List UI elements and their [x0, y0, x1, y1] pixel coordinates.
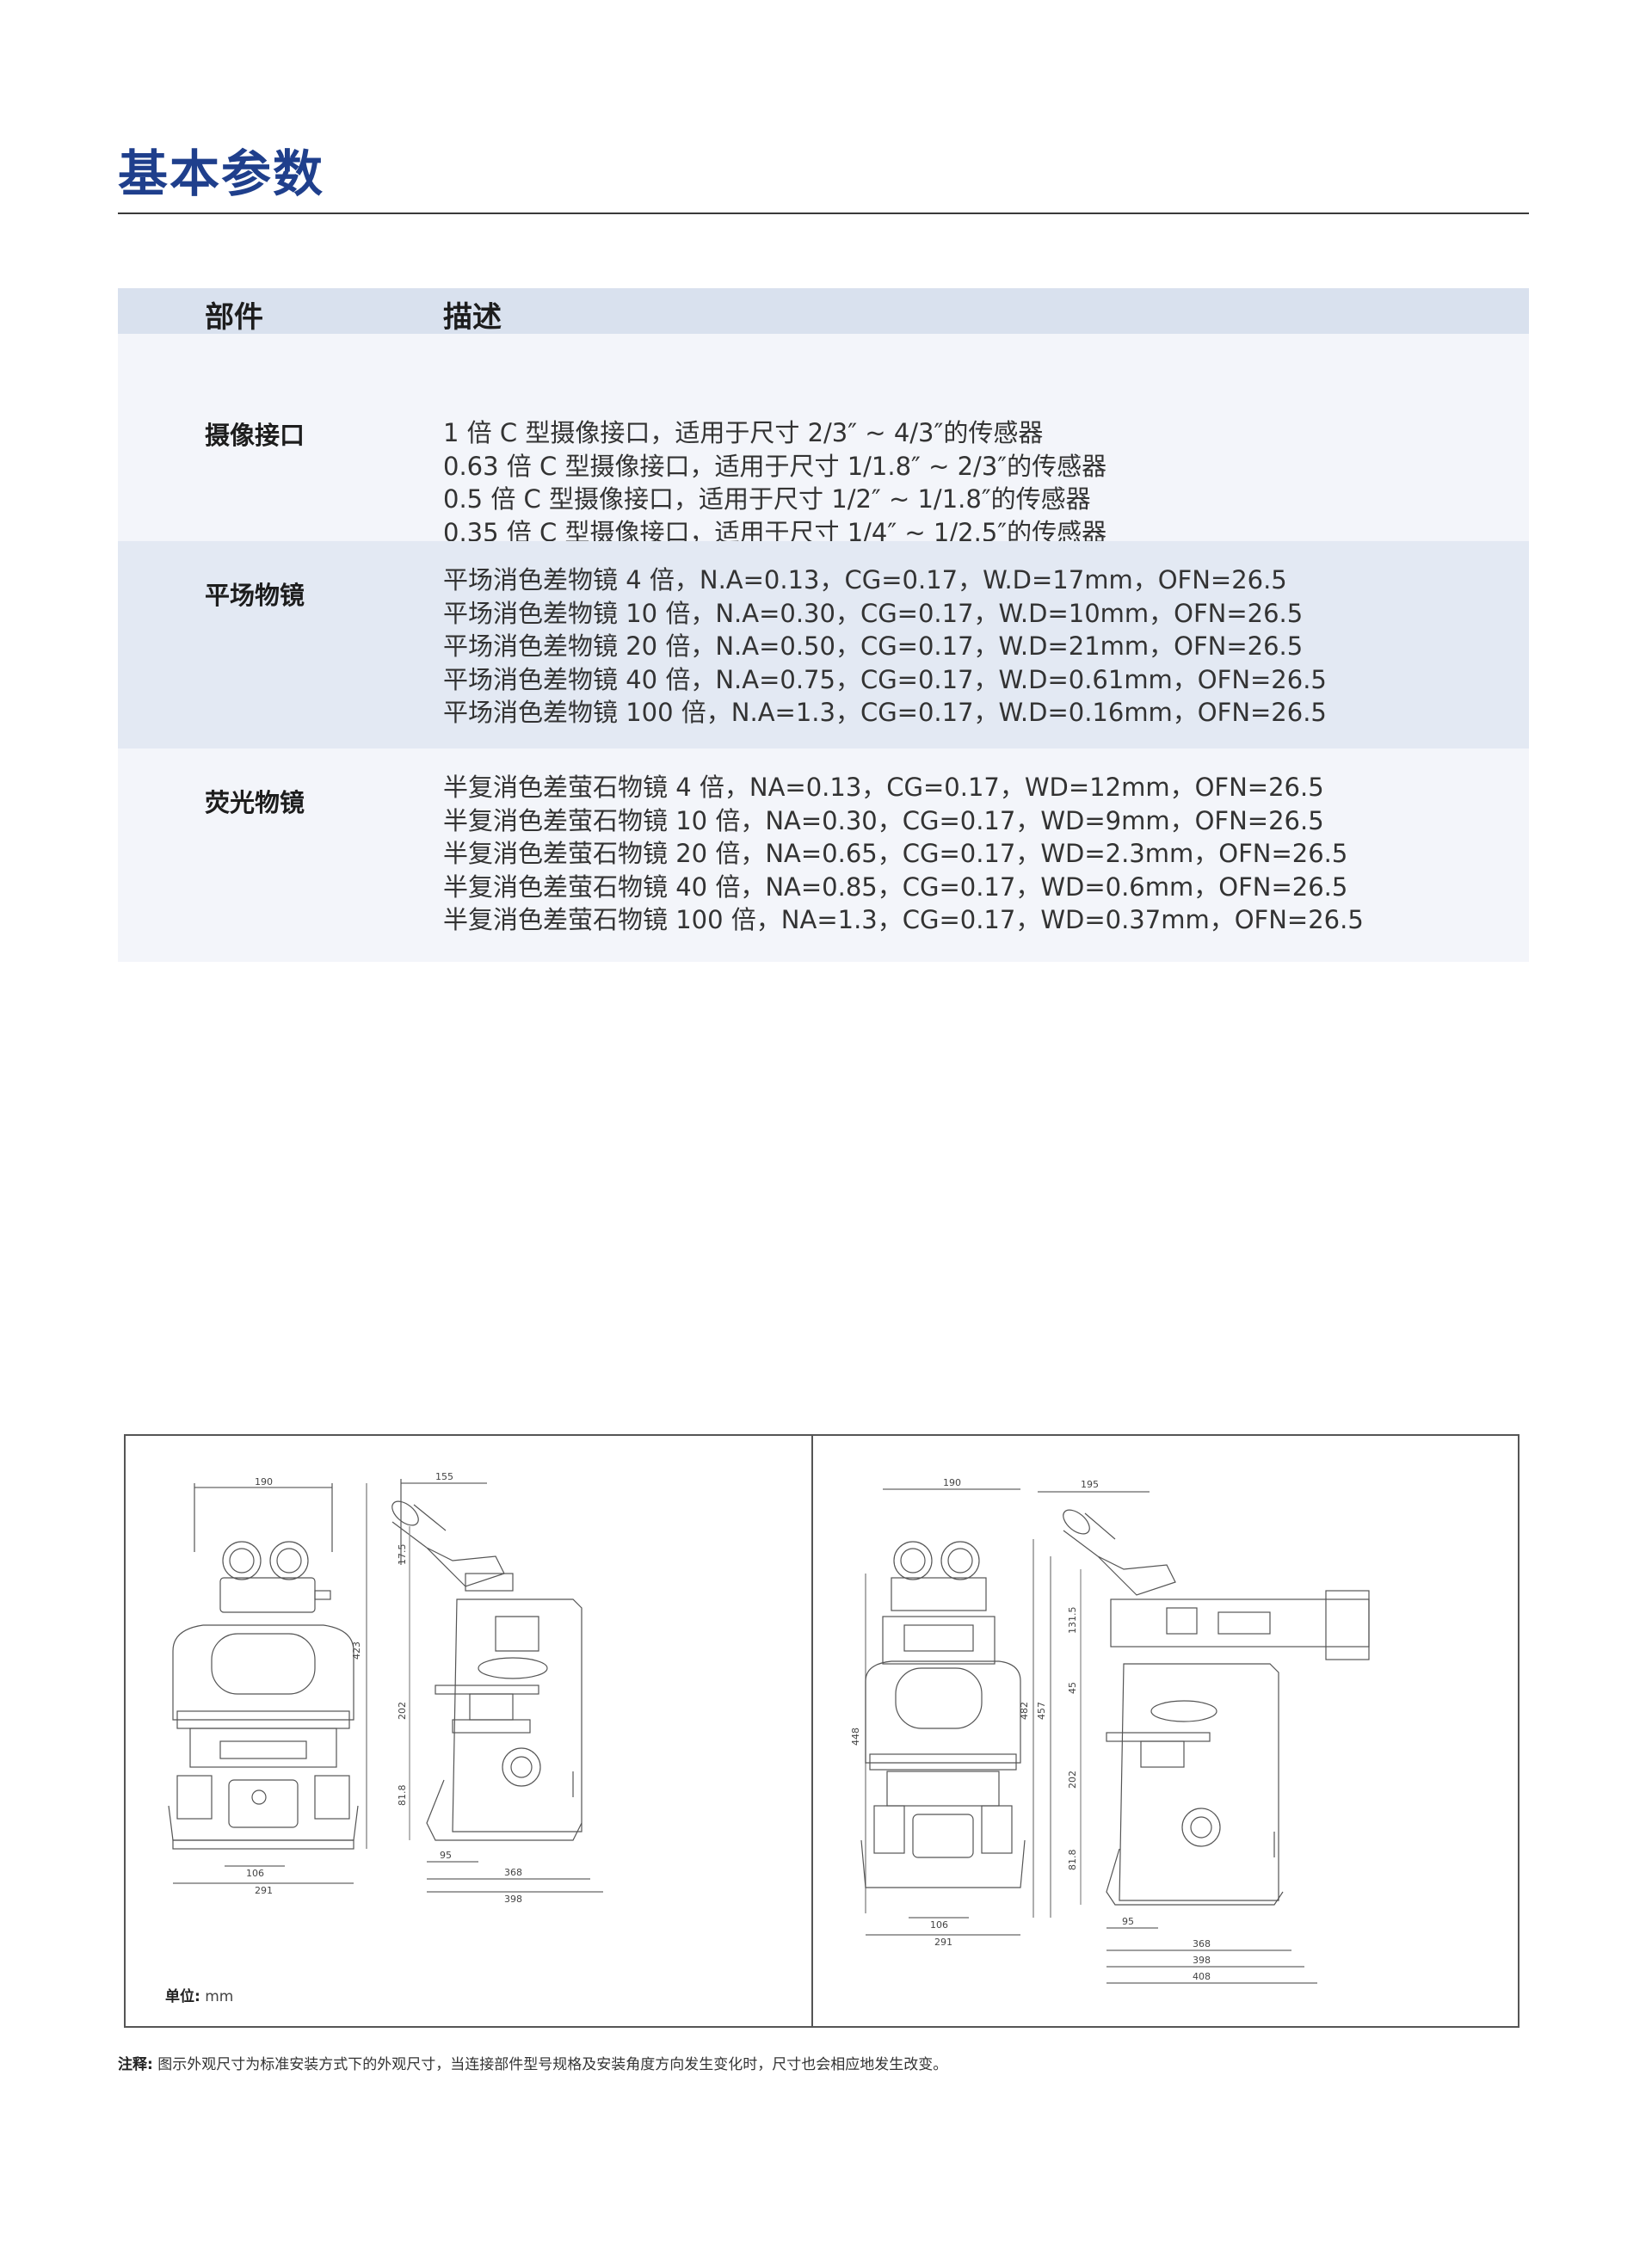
svg-text:95: 95: [1122, 1916, 1134, 1927]
row-lines: 平场消色差物镜 4 倍，N.A=0.13，CG=0.17，W.D=17mm，OF…: [443, 564, 1327, 730]
figure-divider: [811, 1436, 813, 2026]
unit-value: mm: [205, 1988, 234, 2005]
spec-table: 部件 描述 摄像接口 1 倍 C 型摄像接口，适用于尺寸 2/3″ ~ 4/3″…: [118, 288, 1529, 962]
header-part: 部件: [205, 300, 263, 335]
row-label: 平场物镜: [205, 581, 305, 610]
row-lines: 半复消色差萤石物镜 4 倍，NA=0.13，CG=0.17，WD=12mm，OF…: [443, 771, 1364, 937]
row-label: 摄像接口: [205, 421, 305, 450]
svg-text:17.5: 17.5: [397, 1544, 408, 1566]
dimension-drawing-figure: 190 106 291 155: [124, 1434, 1519, 2028]
row-label: 荧光物镜: [205, 788, 305, 817]
svg-text:448: 448: [850, 1728, 861, 1746]
title-divider: [118, 212, 1529, 214]
svg-text:81.8: 81.8: [1067, 1850, 1078, 1871]
row-line: 半复消色差萤石物镜 40 倍，NA=0.85，CG=0.17，WD=0.6mm，…: [443, 872, 1348, 902]
row-line: 0.63 倍 C 型摄像接口，适用于尺寸 1/1.8″ ~ 2/3″的传感器: [443, 451, 1107, 481]
svg-text:195: 195: [1081, 1479, 1099, 1490]
row-line: 平场消色差物镜 10 倍，N.A=0.30，CG=0.17，W.D=10mm，O…: [443, 598, 1304, 628]
row-line: 平场消色差物镜 20 倍，N.A=0.50，CG=0.17，W.D=21mm，O…: [443, 631, 1304, 661]
svg-text:368: 368: [504, 1867, 522, 1878]
svg-text:202: 202: [1067, 1771, 1078, 1789]
svg-text:155: 155: [435, 1471, 453, 1482]
svg-text:423: 423: [351, 1641, 362, 1660]
row-lines: 1 倍 C 型摄像接口，适用于尺寸 2/3″ ~ 4/3″的传感器 0.63 倍…: [443, 416, 1106, 549]
svg-text:106: 106: [246, 1868, 264, 1879]
svg-text:45: 45: [1067, 1682, 1078, 1694]
page-title: 基本参数: [118, 145, 325, 203]
dim-text: 190: [255, 1476, 273, 1487]
row-line: 1 倍 C 型摄像接口，适用于尺寸 2/3″ ~ 4/3″的传感器: [443, 418, 1044, 447]
svg-text:398: 398: [1193, 1955, 1211, 1966]
unit-key: 单位:: [165, 1988, 200, 2005]
right-front-view: 190 448 106 291: [850, 1477, 1026, 1948]
row-line: 半复消色差萤石物镜 20 倍，NA=0.65，CG=0.17，WD=2.3mm，…: [443, 839, 1348, 868]
svg-text:291: 291: [255, 1885, 273, 1896]
svg-text:291: 291: [934, 1937, 952, 1948]
footnote: 注释: 图示外观尺寸为标准安装方式下的外观尺寸，当连接部件型号规格及安装角度方向…: [118, 2052, 947, 2073]
unit-label: 单位: mm: [165, 1984, 233, 2005]
svg-text:106: 106: [930, 1919, 948, 1931]
left-side-view: 155 423 17.5 202 81.8 95 368: [351, 1471, 603, 1905]
svg-text:408: 408: [1193, 1971, 1211, 1982]
row-line: 平场消色差物镜 100 倍，N.A=1.3，CG=0.17，W.D=0.16mm…: [443, 698, 1327, 727]
svg-text:398: 398: [504, 1894, 522, 1905]
right-side-view: 195 482 457 131.5 45 202 81.8 95: [1019, 1479, 1370, 1984]
footnote-text: 图示外观尺寸为标准安装方式下的外观尺寸，当连接部件型号规格及安装角度方向发生变化…: [157, 2056, 948, 2073]
row-line: 平场消色差物镜 40 倍，N.A=0.75，CG=0.17，W.D=0.61mm…: [443, 664, 1327, 694]
svg-text:202: 202: [397, 1702, 408, 1720]
row-line: 0.5 倍 C 型摄像接口，适用于尺寸 1/2″ ~ 1/1.8″的传感器: [443, 484, 1091, 514]
row-line: 平场消色差物镜 4 倍，N.A=0.13，CG=0.17，W.D=17mm，OF…: [443, 565, 1287, 594]
left-front-view: 190 106 291: [168, 1476, 359, 1896]
table-header: 部件 描述: [118, 288, 1529, 335]
svg-text:457: 457: [1036, 1702, 1047, 1720]
header-desc: 描述: [443, 300, 502, 335]
svg-text:81.8: 81.8: [397, 1785, 408, 1807]
microscope-dimension-drawings: 190 106 291 155: [168, 1471, 1370, 1984]
svg-text:190: 190: [943, 1477, 961, 1488]
svg-text:95: 95: [440, 1850, 452, 1861]
table-row-plan-objectives: 平场物镜 平场消色差物镜 4 倍，N.A=0.13，CG=0.17，W.D=17…: [118, 541, 1529, 748]
row-line: 半复消色差萤石物镜 10 倍，NA=0.30，CG=0.17，WD=9mm，OF…: [443, 805, 1324, 835]
svg-text:131.5: 131.5: [1067, 1607, 1078, 1635]
table-row-fluor-objectives: 荧光物镜 半复消色差萤石物镜 4 倍，NA=0.13，CG=0.17，WD=12…: [118, 748, 1529, 962]
svg-text:368: 368: [1193, 1938, 1211, 1949]
svg-text:482: 482: [1019, 1702, 1030, 1720]
row-line: 半复消色差萤石物镜 100 倍，NA=1.3，CG=0.17，WD=0.37mm…: [443, 905, 1364, 934]
row-line: 半复消色差萤石物镜 4 倍，NA=0.13，CG=0.17，WD=12mm，OF…: [443, 773, 1324, 802]
table-row-camera-adapter: 摄像接口 1 倍 C 型摄像接口，适用于尺寸 2/3″ ~ 4/3″的传感器 0…: [118, 334, 1529, 547]
footnote-label: 注释:: [118, 2056, 153, 2073]
